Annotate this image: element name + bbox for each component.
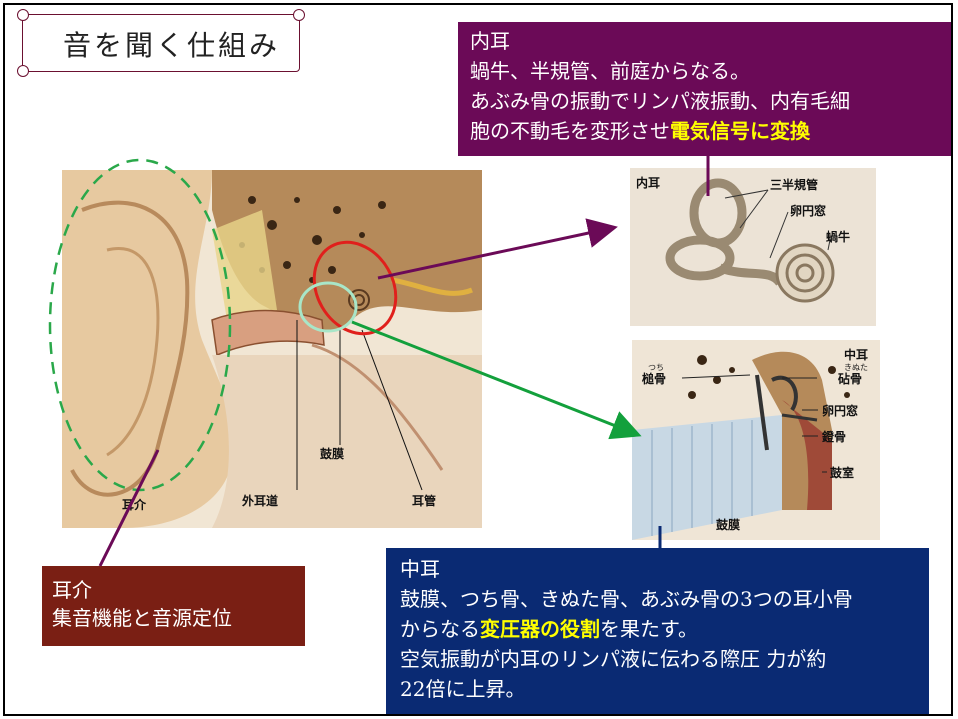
auricle-line-1: 集音機能と音源定位 — [52, 604, 295, 632]
label-cochlea: 蝸牛 — [826, 228, 850, 245]
middle-ear-heading: 中耳 — [400, 554, 915, 584]
inner-ear-line-1: 蝸牛、半規管、前庭からなる。 — [470, 56, 939, 86]
label-incus: 砧骨 — [838, 370, 862, 387]
middle-ear-line-4: 22倍に上昇。 — [400, 674, 915, 704]
label-eardrum: 鼓膜 — [320, 445, 344, 462]
scroll-curl-bottom-left — [17, 65, 29, 77]
auricle-callout: 耳介 集音機能と音源定位 — [42, 566, 305, 646]
page-title: 音を聞く仕組み — [63, 24, 280, 64]
inner-ear-drawing — [630, 168, 876, 326]
label-semicircular-canals: 三半規管 — [770, 176, 818, 193]
middle-ear-callout: 中耳 鼓膜、つち骨、きぬた骨、あぶみ骨の3つの耳小骨 からなる変圧器の役割を果た… — [386, 548, 929, 714]
scroll-curl-top-right — [293, 9, 305, 21]
inner-ear-callout: 内耳 蝸牛、半規管、前庭からなる。 あぶみ骨の振動でリンパ液振動、内有毛細 胞の… — [458, 22, 951, 156]
inner-ear-line-3: 胞の不動毛を変形させ電気信号に変換 — [470, 116, 939, 146]
inner-ear-illustration: 内耳 三半規管 卵円窓 蝸牛 — [630, 168, 876, 326]
label-middle-ear: 中耳 — [844, 346, 868, 363]
ear-cross-section-illustration: 鼓膜 外耳道 耳管 耳介 — [62, 170, 482, 528]
inner-ear-line-3-text: 胞の不動毛を変形させ — [470, 119, 670, 143]
middle-ear-line-3: 空気振動が内耳のリンパ液に伝わる際圧 力が約 — [400, 644, 915, 674]
label-malleus: 槌骨 — [642, 370, 666, 387]
inner-ear-line-2: あぶみ骨の振動でリンパ液振動、内有毛細 — [470, 86, 939, 116]
label-external-canal: 外耳道 — [242, 492, 278, 509]
label-auricle: 耳介 — [122, 496, 146, 513]
label-eardrum-middle: 鼓膜 — [716, 516, 740, 533]
label-stapes: 鐙骨 — [822, 428, 846, 445]
label-oval-window-inner: 卵円窓 — [790, 202, 826, 219]
inner-ear-heading: 内耳 — [470, 26, 939, 56]
label-oval-window-middle: 卵円窓 — [822, 402, 858, 419]
middle-ear-illustration: つち 槌骨 中耳 きぬた 砧骨 卵円窓 鐙骨 鼓室 鼓膜 — [632, 340, 880, 540]
middle-ear-line-1: 鼓膜、つち骨、きぬた骨、あぶみ骨の3つの耳小骨 — [400, 584, 915, 614]
ear-cross-section-drawing — [62, 170, 482, 528]
auricle-heading: 耳介 — [52, 576, 295, 604]
scroll-curl-top-left — [17, 9, 29, 21]
middle-ear-highlight: 変圧器の役割 — [480, 617, 600, 641]
inner-ear-highlight: 電気信号に変換 — [670, 119, 810, 143]
middle-ear-line-2-pre: からなる — [400, 617, 480, 641]
title-banner: 音を聞く仕組み — [22, 14, 300, 72]
middle-ear-line-2-post: を果たす。 — [600, 617, 698, 641]
label-tympanic-cavity: 鼓室 — [830, 464, 854, 481]
label-inner-ear: 内耳 — [636, 174, 660, 191]
label-eustachian-tube: 耳管 — [412, 492, 436, 509]
middle-ear-line-2: からなる変圧器の役割を果たす。 — [400, 614, 915, 644]
